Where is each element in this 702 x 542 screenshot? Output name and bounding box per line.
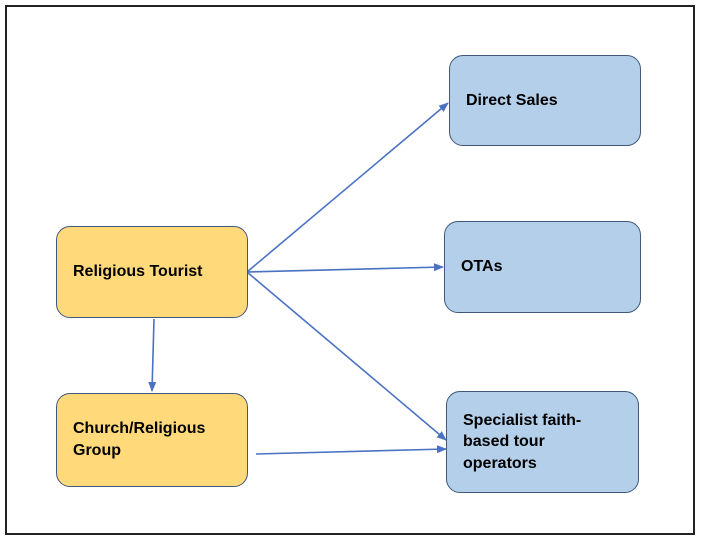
diagram-frame [5, 5, 695, 535]
arrow-tourist-to-church-group [148, 318, 157, 392]
arrow-tourist-to-otas [246, 263, 444, 273]
node-church-group-label: Church/Religious Group [73, 420, 206, 459]
node-direct-sales: Direct Sales [449, 55, 641, 146]
node-specialist-operators: Specialist faith-based tour operators [446, 391, 639, 493]
node-specialist-operators-label: Specialist faith-based tour operators [463, 411, 582, 472]
node-otas-label: OTAs [461, 258, 503, 276]
node-church-group: Church/Religious Group [56, 393, 248, 487]
node-otas: OTAs [444, 221, 641, 313]
node-religious-tourist-label: Religious Tourist [73, 263, 203, 281]
arrow-tourist-to-direct-sales [246, 102, 449, 273]
arrow-tourist-to-specialist [246, 271, 447, 441]
node-direct-sales-label: Direct Sales [466, 91, 558, 109]
arrow-church-group-to-specialist [255, 445, 447, 455]
node-religious-tourist: Religious Tourist [56, 226, 248, 318]
